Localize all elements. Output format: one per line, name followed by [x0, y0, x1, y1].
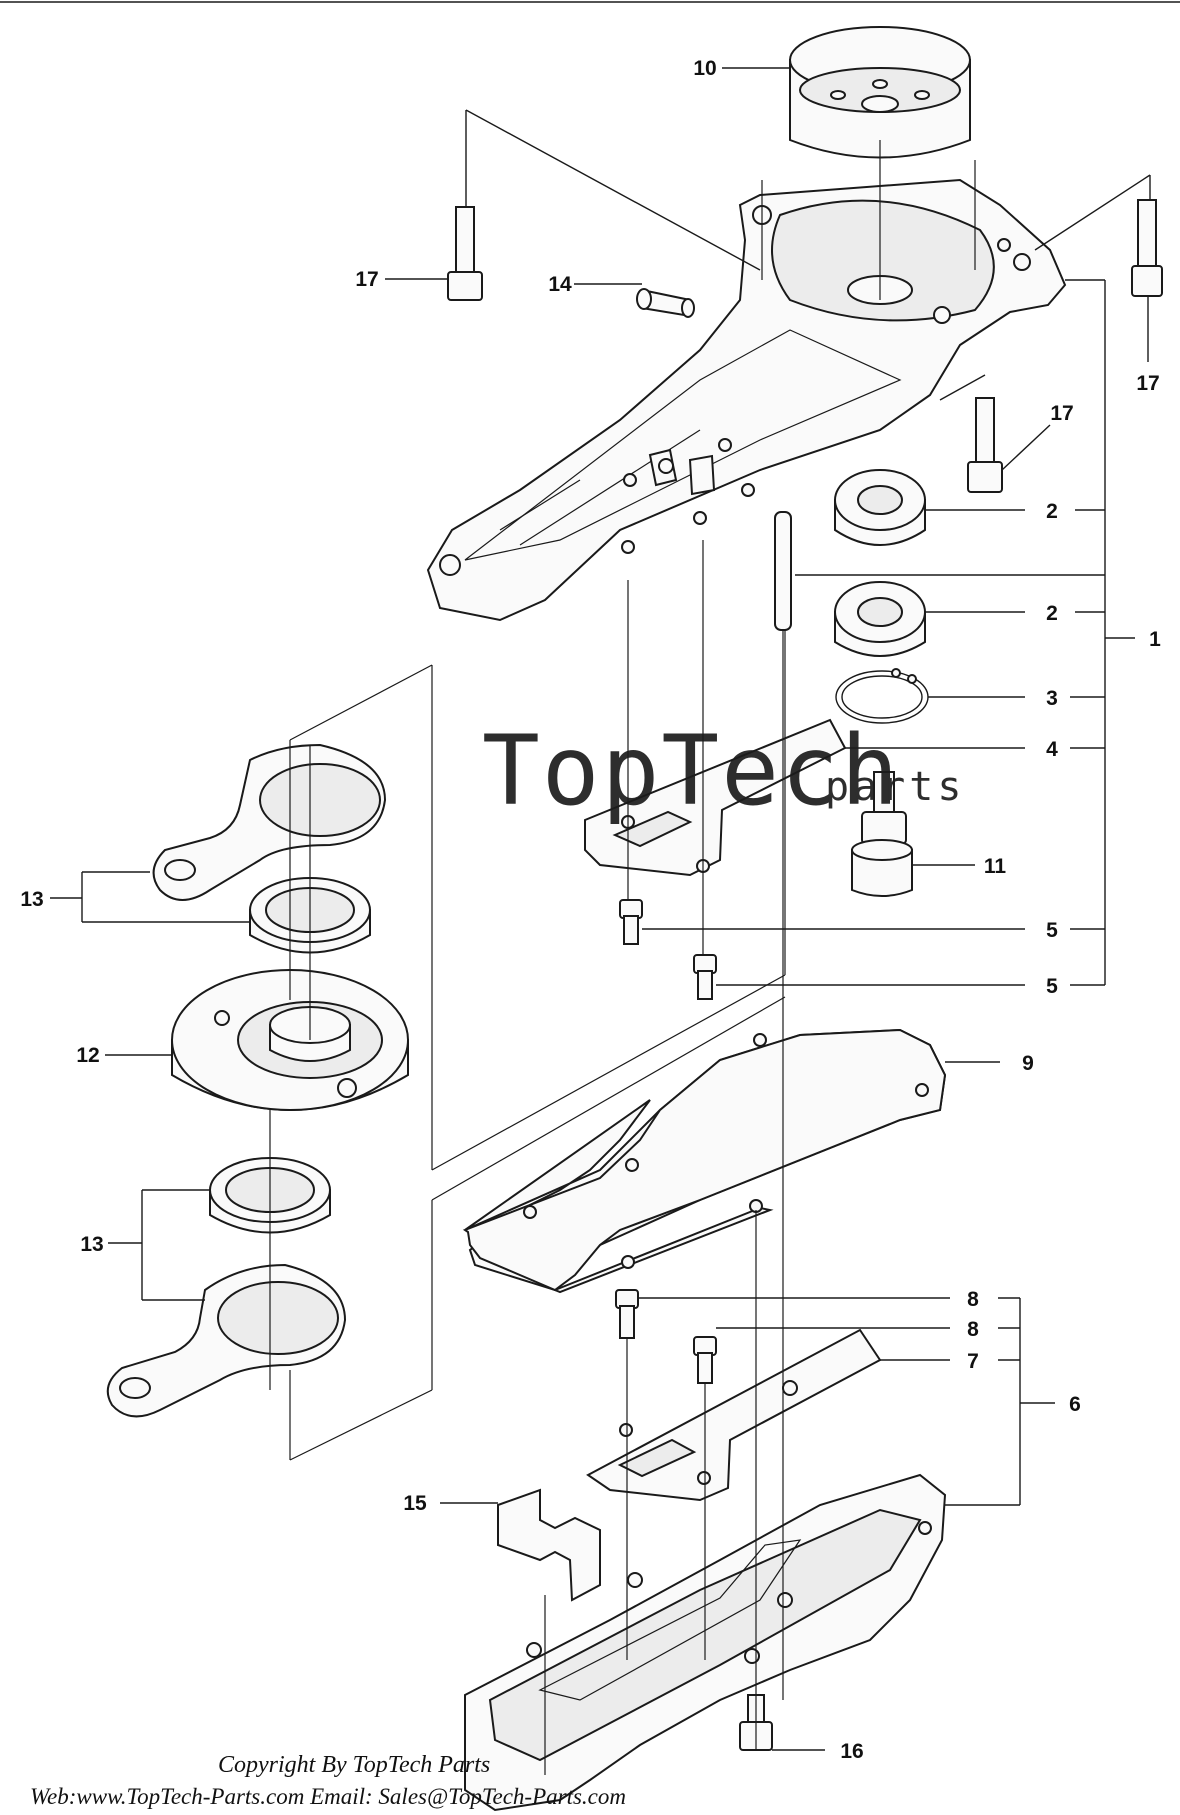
callout-6: 6: [1069, 1393, 1081, 1416]
part-bolt-17-right: [1131, 199, 1163, 297]
part-con-rod-lower: [106, 1263, 347, 1418]
part-bearing-2-upper: [834, 469, 926, 546]
watermark: TopTech parts: [482, 715, 965, 827]
callout-4: 4: [1046, 738, 1058, 761]
callout-17a: 17: [355, 268, 378, 291]
part-con-rod-upper: [152, 743, 387, 901]
watermark-sub: parts: [825, 764, 965, 810]
callout-2a: 2: [1046, 500, 1058, 523]
part-screw-8-lower: [693, 1336, 717, 1384]
part-bolt-17-mid: [967, 397, 1003, 493]
callout-12: 12: [76, 1044, 99, 1067]
part-grease-nipple: [636, 288, 695, 318]
part-gear-wheel: [171, 969, 409, 1111]
callout-17b: 17: [1136, 372, 1159, 395]
part-gasket: [462, 1028, 947, 1294]
callout-17c: 17: [1050, 402, 1073, 425]
footer: Copyright By TopTech Parts Web:www.TopTe…: [30, 1752, 626, 1809]
part-gear-housing: [426, 178, 1067, 622]
watermark-main: TopTech: [482, 715, 901, 827]
footer-contact: Web:www.TopTech-Parts.com Email: Sales@T…: [30, 1784, 626, 1809]
part-bolt-17-left: [447, 206, 483, 301]
callout-13b: 13: [80, 1233, 103, 1256]
callout-2b: 2: [1046, 602, 1058, 625]
leader-lines: [50, 67, 1151, 1775]
callout-10: 10: [693, 57, 716, 80]
callout-15: 15: [403, 1492, 427, 1515]
callout-14: 14: [548, 273, 572, 296]
footer-copyright: Copyright By TopTech Parts: [218, 1752, 490, 1778]
callout-5b: 5: [1046, 975, 1058, 998]
part-cover-plate-lower: [586, 1328, 882, 1502]
callout-8a: 8: [967, 1288, 979, 1311]
part-pinion-shaft: [851, 771, 913, 897]
callout-5a: 5: [1046, 919, 1058, 942]
callout-labels: 10 17 14 17 17 2 2 1 3 4 11 13 5 5 12 9 …: [20, 57, 1161, 1763]
part-dowel-pin: [774, 511, 792, 631]
part-bearing-2-lower: [834, 581, 926, 657]
callout-1: 1: [1149, 628, 1161, 651]
part-screw-5-upper: [619, 899, 643, 945]
callout-13a: 13: [20, 888, 43, 911]
callout-11: 11: [984, 855, 1007, 878]
callout-8b: 8: [967, 1318, 979, 1341]
part-screw-5-lower: [693, 954, 717, 1000]
part-clutch-drum: [789, 26, 971, 159]
part-rubber-block: [497, 1488, 601, 1602]
part-cover-plate-upper: [584, 718, 847, 877]
callout-3: 3: [1046, 687, 1058, 710]
callout-9: 9: [1022, 1052, 1034, 1075]
callout-16: 16: [840, 1740, 863, 1763]
callout-7: 7: [967, 1350, 979, 1373]
part-screw-8-upper: [615, 1289, 639, 1339]
part-circlip: [835, 668, 929, 724]
